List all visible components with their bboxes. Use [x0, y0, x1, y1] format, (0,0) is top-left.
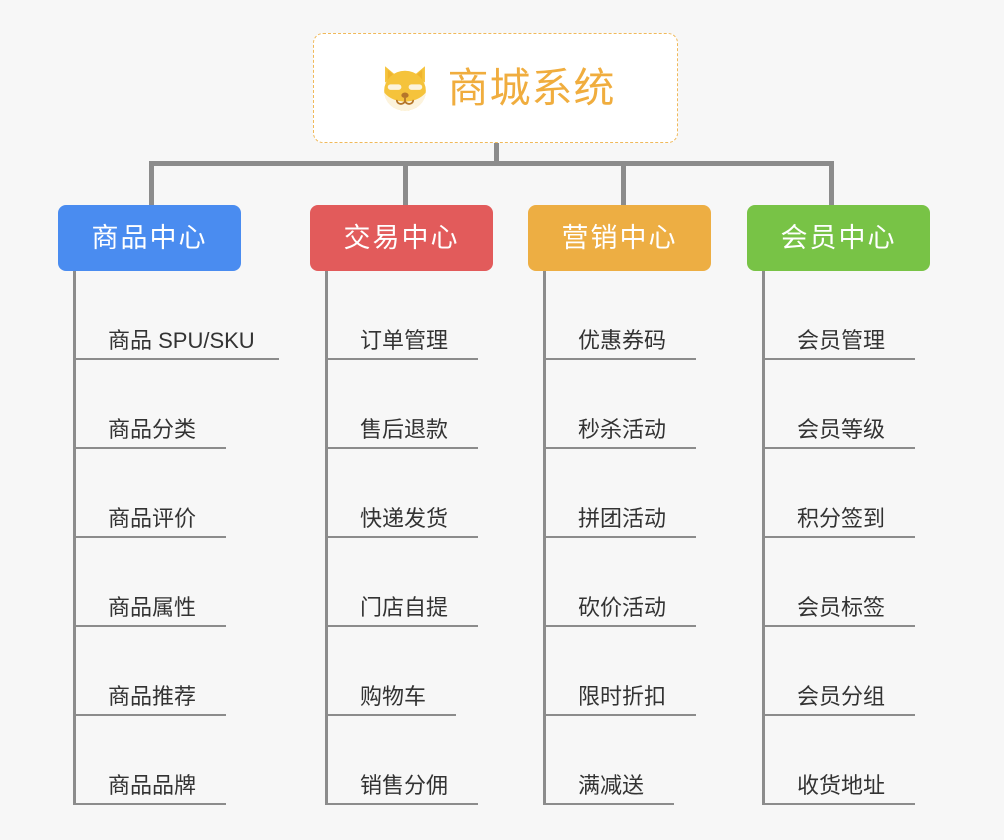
leaf-label: 积分签到 — [797, 505, 886, 531]
branch-spine-3 — [543, 271, 546, 805]
root-title: 商城系统 — [447, 64, 616, 111]
leaf-underline — [73, 447, 226, 449]
leaf-label: 拼团活动 — [578, 505, 667, 531]
list-item[interactable]: 商品推荐 — [73, 627, 278, 716]
leaf-underline — [325, 625, 478, 627]
leaf-label: 会员分组 — [797, 683, 886, 709]
leaf-underline — [762, 536, 915, 538]
leaf-underline — [73, 714, 226, 716]
leaf-label: 收货地址 — [797, 772, 886, 798]
leaf-label: 优惠券码 — [578, 327, 667, 353]
list-item[interactable]: 优惠券码 — [543, 271, 748, 360]
list-item[interactable]: 商品属性 — [73, 538, 278, 627]
leaf-underline — [325, 536, 478, 538]
leaf-underline — [762, 803, 915, 805]
list-item[interactable]: 售后退款 — [325, 360, 530, 449]
branch-column-1: 商品中心 商品 SPU/SKU 商品分类 商品评价 商品属性 商品推荐 商品品牌 — [58, 205, 279, 805]
root-node[interactable]: 商城系统 — [313, 33, 678, 143]
list-item[interactable]: 拼团活动 — [543, 449, 748, 538]
leaf-label: 商品品牌 — [108, 772, 197, 798]
leaf-label: 商品推荐 — [108, 683, 197, 709]
connector-drop-4 — [829, 161, 834, 207]
leaf-underline — [762, 625, 915, 627]
leaf-underline — [325, 358, 478, 360]
list-item[interactable]: 商品品牌 — [73, 716, 278, 805]
branch-header-1[interactable]: 商品中心 — [58, 205, 241, 271]
leaf-label: 商品评价 — [108, 505, 197, 531]
leaf-label: 秒杀活动 — [578, 416, 667, 442]
branch-spine-4 — [762, 271, 765, 805]
list-item[interactable]: 积分签到 — [762, 449, 967, 538]
leaf-underline — [543, 447, 696, 449]
list-item[interactable]: 商品评价 — [73, 449, 278, 538]
leaf-underline — [543, 358, 696, 360]
list-item[interactable]: 限时折扣 — [543, 627, 748, 716]
list-item[interactable]: 会员等级 — [762, 360, 967, 449]
branch-spine-1 — [73, 271, 76, 805]
branch-header-3[interactable]: 营销中心 — [528, 205, 711, 271]
leaf-label: 商品属性 — [108, 594, 197, 620]
branch-header-2[interactable]: 交易中心 — [310, 205, 493, 271]
list-item[interactable]: 秒杀活动 — [543, 360, 748, 449]
list-item[interactable]: 订单管理 — [325, 271, 530, 360]
leaf-underline — [543, 714, 696, 716]
leaf-label: 快递发货 — [360, 505, 449, 531]
leaf-underline — [543, 536, 696, 538]
leaf-underline — [73, 358, 279, 360]
leaf-label: 会员等级 — [797, 416, 886, 442]
leaf-label: 商品分类 — [108, 416, 197, 442]
leaf-label: 限时折扣 — [578, 683, 667, 709]
leaf-label: 销售分佣 — [360, 772, 449, 798]
leaf-underline — [73, 803, 226, 805]
list-item[interactable]: 会员分组 — [762, 627, 967, 716]
connector-bus — [149, 161, 834, 166]
list-item[interactable]: 会员标签 — [762, 538, 967, 627]
leaf-label: 会员管理 — [797, 327, 886, 353]
leaf-label: 订单管理 — [360, 327, 449, 353]
list-item[interactable]: 销售分佣 — [325, 716, 530, 805]
list-item[interactable]: 商品分类 — [73, 360, 278, 449]
leaf-underline — [325, 714, 456, 716]
branch-column-2: 交易中心 订单管理 售后退款 快递发货 门店自提 购物车 销售分佣 — [310, 205, 530, 805]
connector-drop-2 — [403, 161, 408, 207]
leaf-label: 门店自提 — [360, 594, 449, 620]
shiba-dog-face-icon — [383, 66, 426, 112]
leaf-underline — [543, 625, 696, 627]
list-item[interactable]: 砍价活动 — [543, 538, 748, 627]
branch-spine-2 — [325, 271, 328, 805]
leaf-label: 购物车 — [360, 683, 427, 709]
leaf-underline — [543, 803, 674, 805]
branch-header-4[interactable]: 会员中心 — [747, 205, 930, 271]
leaf-underline — [762, 447, 915, 449]
branch-column-4: 会员中心 会员管理 会员等级 积分签到 会员标签 会员分组 收货地址 — [747, 205, 967, 805]
branch-children-4: 会员管理 会员等级 积分签到 会员标签 会员分组 收货地址 — [762, 271, 967, 805]
connector-trunk — [494, 143, 499, 165]
branch-children-2: 订单管理 售后退款 快递发货 门店自提 购物车 销售分佣 — [325, 271, 530, 805]
leaf-underline — [762, 714, 915, 716]
list-item[interactable]: 购物车 — [325, 627, 530, 716]
leaf-underline — [73, 625, 226, 627]
list-item[interactable]: 会员管理 — [762, 271, 967, 360]
list-item[interactable]: 商品 SPU/SKU — [73, 271, 279, 360]
list-item[interactable]: 门店自提 — [325, 538, 530, 627]
connector-drop-3 — [621, 161, 626, 207]
branch-children-3: 优惠券码 秒杀活动 拼团活动 砍价活动 限时折扣 满减送 — [543, 271, 748, 805]
branch-children-1: 商品 SPU/SKU 商品分类 商品评价 商品属性 商品推荐 商品品牌 — [73, 271, 279, 805]
leaf-label: 砍价活动 — [578, 594, 667, 620]
leaf-underline — [325, 803, 478, 805]
leaf-underline — [762, 358, 915, 360]
leaf-underline — [325, 447, 478, 449]
leaf-label: 会员标签 — [797, 594, 886, 620]
leaf-underline — [73, 536, 226, 538]
list-item[interactable]: 快递发货 — [325, 449, 530, 538]
branch-column-3: 营销中心 优惠券码 秒杀活动 拼团活动 砍价活动 限时折扣 满减送 — [528, 205, 748, 805]
list-item[interactable]: 满减送 — [543, 716, 748, 805]
connector-drop-1 — [149, 161, 154, 207]
list-item[interactable]: 收货地址 — [762, 716, 967, 805]
leaf-label: 满减送 — [578, 772, 645, 798]
leaf-label: 售后退款 — [360, 416, 449, 442]
leaf-label: 商品 SPU/SKU — [108, 327, 255, 353]
